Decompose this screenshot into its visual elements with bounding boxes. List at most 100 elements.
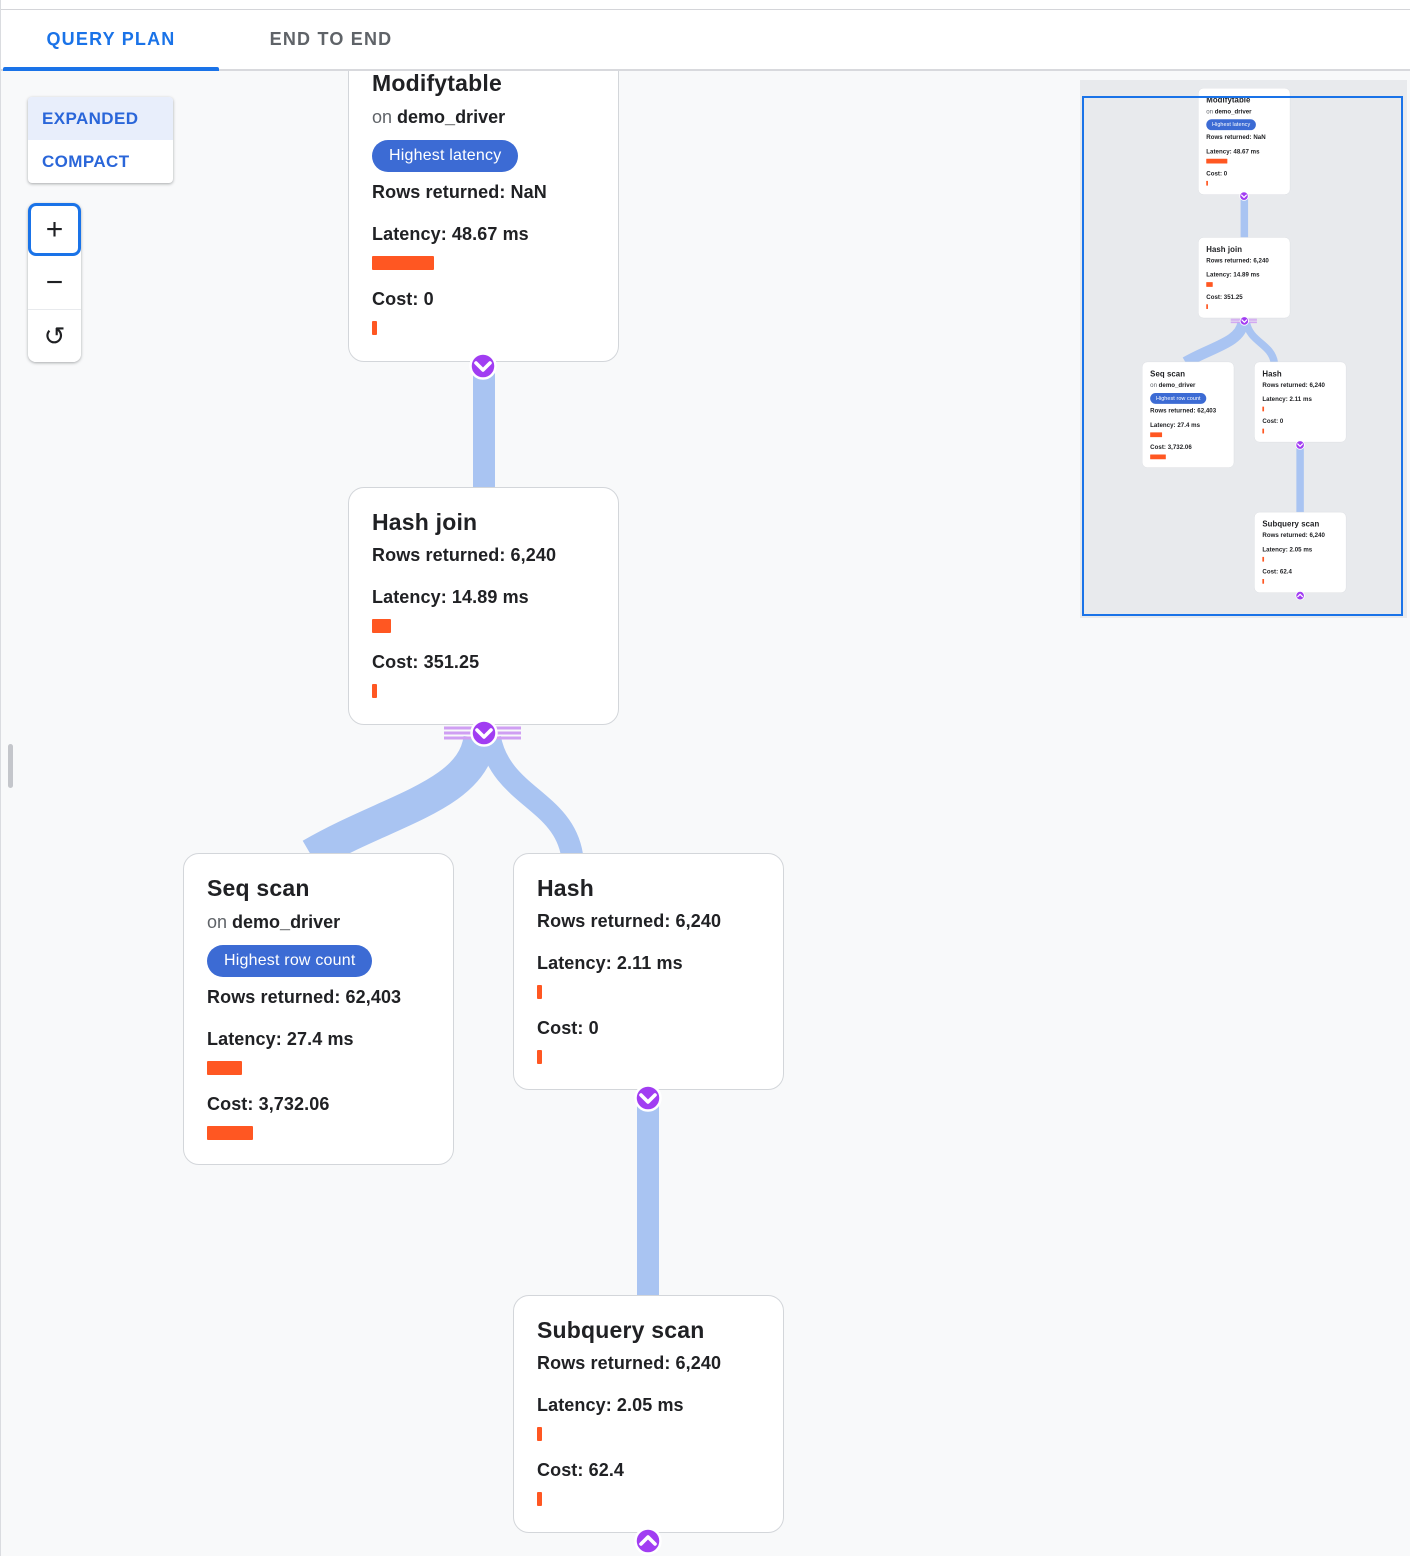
cost-stat: Cost: 3,732.06 (207, 1094, 330, 1114)
rows-returned-stat-mini: Rows returned: 6,240 (1262, 381, 1325, 389)
cost-stat-mini: Cost: 3,732.06 (1150, 443, 1192, 451)
latency-stat-mini: Latency: 27.4 ms (1150, 421, 1201, 429)
edge-hashjoin-seqscan (302, 734, 497, 870)
cost-bar (537, 1050, 542, 1064)
rows-returned-stat: Rows returned: 6,240 (537, 1353, 722, 1373)
node-title: Hash (537, 875, 595, 901)
tab-end-to-end[interactable]: END TO END (221, 10, 441, 69)
table-name: demo_driver (232, 912, 341, 932)
tab-bar: QUERY PLAN END TO END (1, 10, 1410, 71)
latency-stat-mini: Latency: 2.05 ms (1262, 545, 1313, 553)
collapse-toggle-modifytable[interactable] (469, 352, 497, 380)
toggle-circle (469, 352, 497, 380)
tab-end-to-end-label: END TO END (269, 29, 393, 49)
on-prefix-mini: on (1150, 381, 1157, 389)
compact-toggle-button[interactable]: COMPACT (42, 151, 130, 171)
cost-bar (207, 1126, 253, 1140)
plan-node-modifytable-mini: Modifytable on demo_driver Highest laten… (1198, 88, 1291, 195)
zoom-controls: + − ↺ (28, 203, 81, 362)
rows-returned-stat-mini: Rows returned: 62,403 (1150, 407, 1217, 415)
cost-bar (372, 321, 377, 335)
latency-bar (372, 619, 391, 633)
zoom-out-button[interactable]: − (28, 256, 81, 309)
node-subtitle: on demo_driver (372, 104, 595, 130)
top-bar: QUERY PLAN END TO END (1, 0, 1410, 71)
latency-bar (537, 985, 542, 999)
highest-row-count-badge: Highest row count (207, 945, 373, 977)
cost-stat-mini: Cost: 62.4 (1262, 568, 1292, 575)
on-prefix: on (372, 107, 393, 127)
highest-row-count-badge-mini: Highest row count (1150, 392, 1207, 404)
vertical-scrollbar-thumb[interactable] (8, 744, 13, 788)
latency-stat-mini: Latency: 48.67 ms (1206, 147, 1260, 155)
tab-query-plan[interactable]: QUERY PLAN (1, 10, 221, 71)
cost-stat-mini: Cost: 0 (1206, 169, 1228, 177)
cost-bar (372, 684, 377, 698)
toggle-circle (470, 719, 498, 747)
node-title-mini: Hash (1262, 369, 1282, 379)
latency-stat-mini: Latency: 2.11 ms (1262, 395, 1312, 403)
highest-latency-badge: Highest latency (372, 140, 519, 172)
minimap[interactable]: Modifytable on demo_driver Highest laten… (1080, 80, 1407, 618)
expand-toggle-subquery-scan[interactable] (634, 1527, 662, 1555)
node-title-mini: Subquery scan (1262, 519, 1320, 529)
latency-bar (537, 1427, 542, 1441)
toggle-circle (634, 1527, 662, 1555)
cost-stat: Cost: 62.4 (537, 1460, 625, 1480)
rows-returned-stat-mini: Rows returned: 6,240 (1206, 256, 1269, 264)
highest-latency-badge-mini: Highest latency (1206, 119, 1257, 131)
node-title-mini: Modifytable (1206, 95, 1251, 105)
toggle-circle (634, 1084, 662, 1112)
tab-query-plan-label: QUERY PLAN (46, 29, 176, 49)
zoom-in-button[interactable]: + (28, 203, 81, 256)
rows-returned-stat: Rows returned: 6,240 (372, 545, 557, 565)
plan-node-hash[interactable]: Hash Rows returned: 6,240 Latency: 2.11 … (513, 853, 784, 1090)
on-prefix: on (207, 912, 228, 932)
table-name-mini: demo_driver (1214, 108, 1252, 115)
node-subtitle-mini: on demo_driver (1206, 107, 1282, 116)
rows-returned-stat: Rows returned: 62,403 (207, 987, 402, 1007)
collapse-toggle-hash-join[interactable] (470, 719, 498, 747)
plan-node-seq-scan[interactable]: Seq scan on demo_driver Highest row coun… (183, 853, 454, 1165)
cost-stat: Cost: 0 (537, 1018, 599, 1038)
chevron-up-icon (639, 1535, 657, 1546)
node-title: Hash join (372, 509, 478, 535)
collapse-toggle-hash[interactable] (634, 1084, 662, 1112)
node-title: Modifytable (372, 70, 502, 96)
edge-hashjoin-hash (479, 735, 583, 858)
latency-stat: Latency: 14.89 ms (372, 587, 529, 607)
plan-node-hash-join[interactable]: Hash join Rows returned: 6,240 Latency: … (348, 487, 619, 725)
cost-stat: Cost: 351.25 (372, 652, 480, 672)
plan-node-subquery-scan[interactable]: Subquery scan Rows returned: 6,240 Laten… (513, 1295, 784, 1533)
rows-returned-stat-mini: Rows returned: 6,240 (1262, 531, 1325, 539)
query-plan-graph: Modifytable on demo_driver Highest laten… (183, 48, 784, 1556)
plan-node-subquery-scan-mini: Subquery scan Rows returned: 6,240 Laten… (1254, 511, 1347, 593)
rows-returned-stat-mini: Rows returned: NaN (1206, 133, 1266, 141)
cost-bar (537, 1492, 542, 1506)
plan-node-modifytable[interactable]: Modifytable on demo_driver Highest laten… (348, 48, 619, 362)
latency-stat: Latency: 2.05 ms (537, 1395, 684, 1415)
rows-returned-stat: Rows returned: 6,240 (537, 911, 722, 931)
table-name-mini: demo_driver (1158, 381, 1196, 389)
active-tab-indicator (3, 67, 219, 71)
cost-stat: Cost: 0 (372, 289, 434, 309)
latency-stat: Latency: 2.11 ms (537, 953, 683, 973)
latency-bar (372, 256, 434, 270)
reset-view-button[interactable]: ↺ (28, 309, 81, 362)
node-title: Seq scan (207, 875, 310, 901)
on-prefix-mini: on (1206, 108, 1214, 115)
node-title-mini: Hash join (1206, 244, 1243, 254)
plan-node-hash-mini: Hash Rows returned: 6,240 Latency: 2.11 … (1254, 361, 1347, 443)
node-title: Subquery scan (537, 1317, 705, 1343)
latency-stat: Latency: 27.4 ms (207, 1029, 354, 1049)
minimap-viewport[interactable] (1082, 96, 1403, 616)
node-subtitle-mini: on demo_driver (1150, 381, 1226, 390)
latency-bar (207, 1061, 242, 1075)
plan-node-hash-join-mini: Hash join Rows returned: 6,240 Latency: … (1198, 237, 1291, 319)
top-strip (1, 0, 1410, 10)
cost-stat-mini: Cost: 0 (1262, 417, 1284, 425)
latency-stat: Latency: 48.67 ms (372, 224, 529, 244)
cost-stat-mini: Cost: 351.25 (1206, 293, 1243, 301)
view-mode-toggle: EXPANDED COMPACT (28, 97, 173, 183)
expanded-toggle-button[interactable]: EXPANDED (28, 97, 173, 140)
